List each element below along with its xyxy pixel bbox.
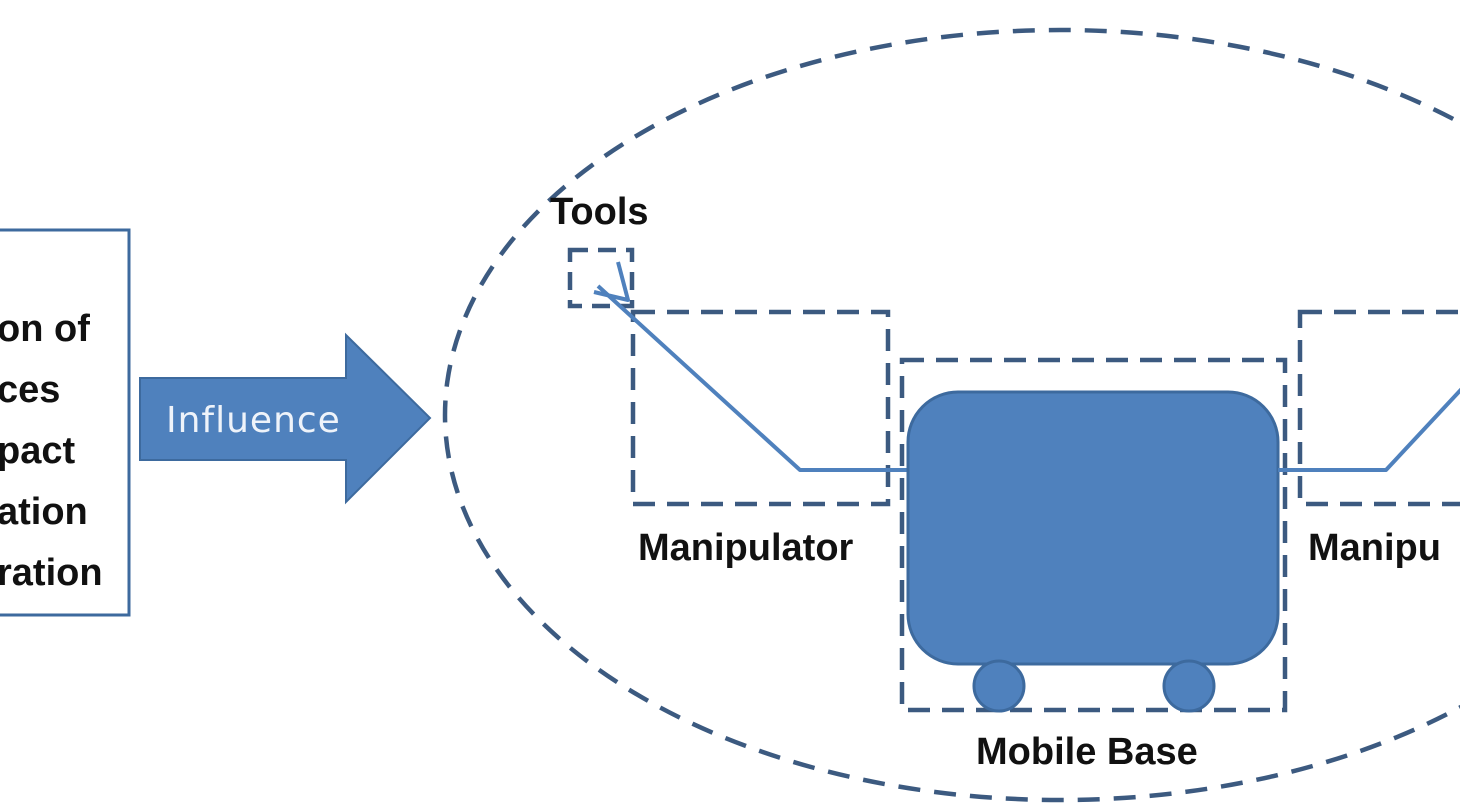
tools-dashed-box <box>567 247 635 309</box>
manipulator-right-label: Manipu <box>1308 527 1441 569</box>
influence-arrow-shape <box>139 332 432 505</box>
left-box-line-1: on of <box>0 308 90 350</box>
mobile-base-dashed-box <box>899 357 1288 713</box>
mobile-base-body <box>906 390 1280 666</box>
influence-label: Influence <box>166 400 341 441</box>
manipulator-right-arm <box>1278 387 1460 472</box>
tools-label: Tools <box>550 191 649 233</box>
manipulator-left-dashed-box <box>630 309 891 507</box>
left-box-line-3: pact <box>0 430 75 472</box>
left-box-frame <box>0 228 131 617</box>
system-boundary-ellipse <box>442 27 1460 803</box>
left-box-line-4: ation <box>0 491 88 533</box>
left-text-box: on of ces pact ation ration <box>0 228 131 617</box>
left-box-line-5: ration <box>0 552 103 594</box>
influence-arrow: Influence <box>139 332 432 505</box>
wheel-left-icon <box>972 659 1026 713</box>
wheel-right-icon <box>1162 659 1216 713</box>
manipulator-right-dashed-box <box>1297 309 1460 507</box>
left-box-line-2: ces <box>0 369 60 411</box>
mobile-base-label: Mobile Base <box>976 731 1198 773</box>
tool-tip-icon <box>593 261 630 302</box>
manipulator-left-arm <box>596 284 910 472</box>
manipulator-left-label: Manipulator <box>638 527 854 569</box>
